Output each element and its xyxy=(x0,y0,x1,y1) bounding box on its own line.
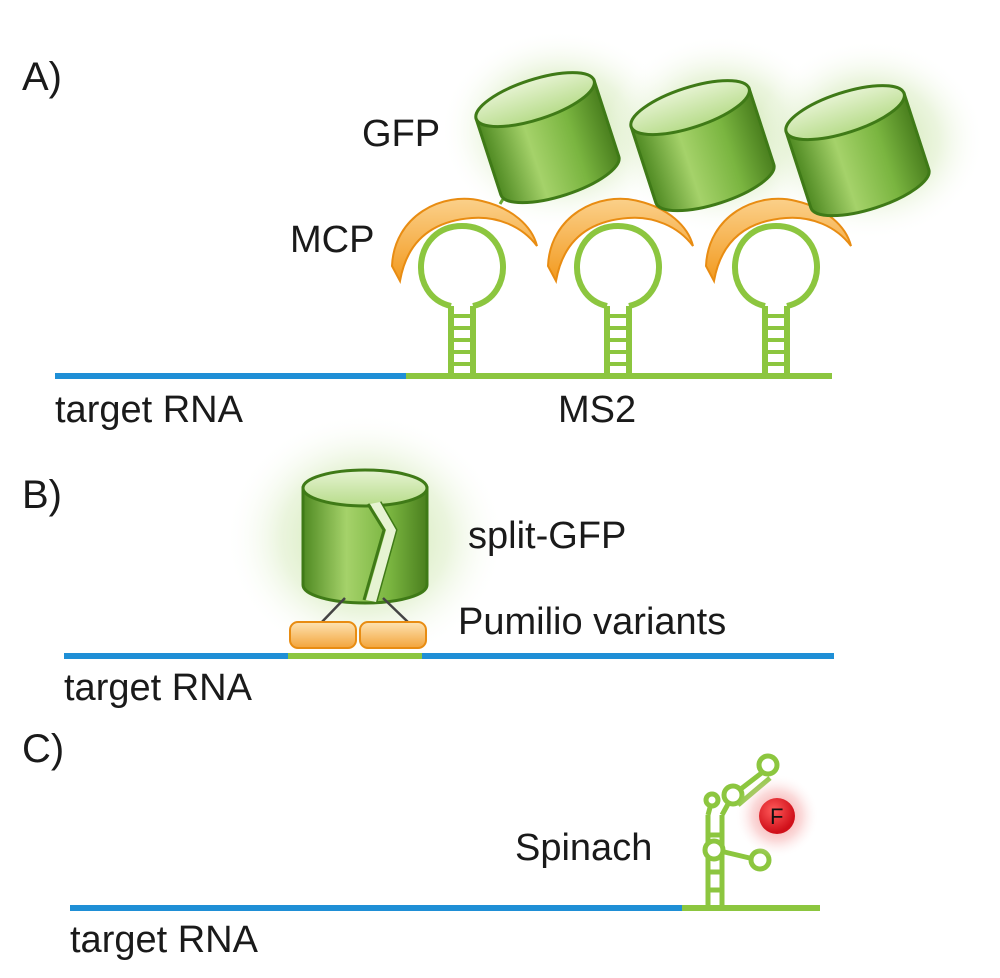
fluorophore xyxy=(759,798,795,834)
linker xyxy=(319,597,346,625)
fluorophore-label: F xyxy=(770,804,783,829)
gfp-label: GFP xyxy=(362,113,440,155)
spinach-label: Spinach xyxy=(515,827,652,869)
target-rna-label: target RNA xyxy=(64,667,253,709)
linker xyxy=(382,597,411,625)
panel-a: A) GFP MCP target RNA MS2 xyxy=(22,30,985,431)
panel-b-label: B) xyxy=(22,473,62,517)
pumilio-variant xyxy=(359,621,427,649)
split-gfp-barrel xyxy=(301,468,429,605)
panel-c-label: C) xyxy=(22,727,64,771)
panel-a-label: A) xyxy=(22,55,62,99)
spinach-loops xyxy=(702,753,780,872)
target-rna-label: target RNA xyxy=(55,389,244,431)
mcp-label: MCP xyxy=(290,219,374,261)
ms2-label: MS2 xyxy=(558,389,636,431)
pumilio-label: Pumilio variants xyxy=(458,601,726,643)
pumilio-variant xyxy=(289,621,357,649)
panel-c: C) F Sp xyxy=(22,727,820,961)
target-rna-label: target RNA xyxy=(70,919,259,961)
panel-b: B) split-GFP Pumilio variants target RNA xyxy=(22,413,834,709)
split-gfp-label: split-GFP xyxy=(468,515,626,557)
